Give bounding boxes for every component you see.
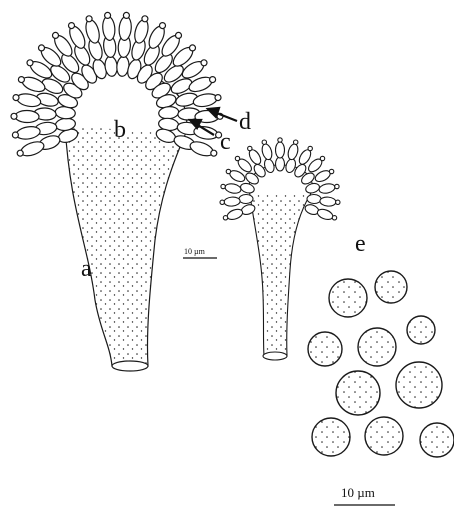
label-a: a xyxy=(81,257,92,281)
phialide xyxy=(15,110,39,122)
conidium-tip xyxy=(226,169,230,173)
conidium-tip xyxy=(39,45,45,51)
phialide xyxy=(15,125,41,141)
conidium-tip xyxy=(190,45,196,51)
phialide xyxy=(102,16,116,41)
conidium-tip xyxy=(69,23,75,29)
conidium-tip xyxy=(329,169,333,173)
phialide xyxy=(132,18,150,44)
label-c: c xyxy=(220,130,231,154)
phialide xyxy=(276,142,285,158)
conidium-tip xyxy=(210,77,216,83)
conidium-tip xyxy=(142,16,148,22)
conidium-tip xyxy=(335,184,339,188)
conidium-tip xyxy=(235,156,239,160)
conidium xyxy=(375,271,407,303)
conidium-tip xyxy=(86,16,92,22)
conidium-tip xyxy=(248,146,252,150)
label-e: e xyxy=(355,232,366,256)
small-stipe xyxy=(250,195,310,356)
conidium-tip xyxy=(220,200,224,204)
conidium-tip xyxy=(176,32,182,38)
conidium xyxy=(365,417,403,455)
small-conidiophore xyxy=(220,138,340,360)
phialide xyxy=(84,18,102,44)
label-b: b xyxy=(114,118,126,142)
conidium xyxy=(336,371,380,415)
conidium-tip xyxy=(12,132,18,138)
large-scale-label: 10 µm xyxy=(341,486,375,499)
phialide xyxy=(318,183,335,195)
conidium-tip xyxy=(336,200,340,204)
conidium-tip xyxy=(17,150,23,156)
conidium-tip xyxy=(320,156,324,160)
phialide xyxy=(224,197,241,207)
large-conidiophore xyxy=(11,12,223,371)
small-scale-label: 10 µm xyxy=(184,248,205,256)
conidium xyxy=(407,316,435,344)
conidium-tip xyxy=(27,60,33,66)
phialide xyxy=(276,157,285,171)
conidium-tip xyxy=(53,32,59,38)
conidium-tip xyxy=(211,150,217,156)
conidium-tip xyxy=(262,140,266,144)
conidium-tip xyxy=(294,140,298,144)
conidium-tip xyxy=(278,138,282,142)
conidium-tip xyxy=(221,184,225,188)
conidium-tip xyxy=(332,216,336,220)
phialide xyxy=(118,16,132,41)
conidium-tip xyxy=(201,60,207,66)
conidium-tip xyxy=(11,113,17,119)
phialide xyxy=(261,143,274,161)
conidium xyxy=(396,362,442,408)
conidium-tip xyxy=(223,216,227,220)
conidium xyxy=(420,423,454,457)
conidium-tip xyxy=(13,95,19,101)
phialide xyxy=(287,143,300,161)
phialide xyxy=(320,197,337,207)
conidium xyxy=(308,332,342,366)
large-stipe-base xyxy=(112,361,148,371)
phialide xyxy=(307,194,321,203)
conidium-tip xyxy=(18,77,24,83)
label-d: d xyxy=(239,110,251,134)
conidium xyxy=(358,328,396,366)
conidium-tip xyxy=(160,23,166,29)
conidium xyxy=(329,279,367,317)
conidium xyxy=(312,418,350,456)
conidia-group xyxy=(308,271,454,457)
large-stipe xyxy=(65,125,185,366)
small-stipe-base xyxy=(263,352,287,360)
phialide xyxy=(239,194,253,203)
phialide xyxy=(224,183,241,195)
conidium-tip xyxy=(308,146,312,150)
conidium-tip xyxy=(215,95,221,101)
conidium-tip xyxy=(105,12,111,18)
conidium-tip xyxy=(123,12,129,18)
